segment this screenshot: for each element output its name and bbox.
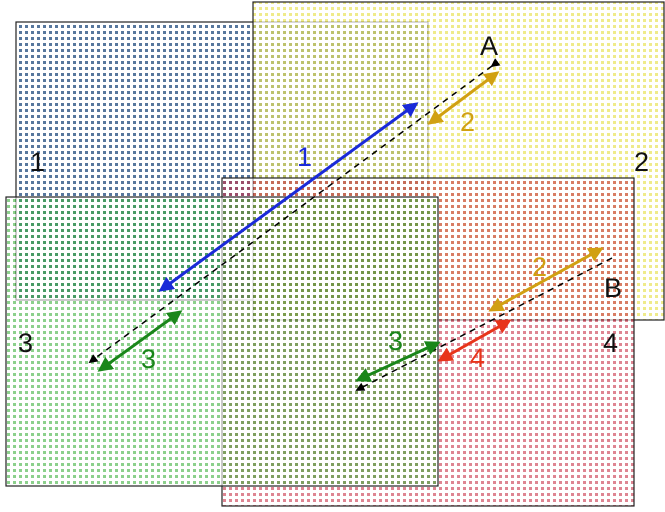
arrow-3-middle-label: 3 bbox=[388, 326, 403, 356]
arrow-4-label: 4 bbox=[470, 343, 485, 373]
region-3-label: 3 bbox=[18, 328, 33, 358]
region-4-label: 4 bbox=[603, 328, 618, 358]
arrow-1-label: 1 bbox=[297, 142, 312, 172]
arrow-3-middle bbox=[355, 341, 441, 382]
point-b-label: B bbox=[604, 273, 622, 303]
arrow-2-lower bbox=[488, 247, 604, 312]
region-2-label: 2 bbox=[634, 147, 649, 177]
point-a-label: A bbox=[480, 31, 498, 61]
arrow-2-lower-label: 2 bbox=[532, 252, 547, 282]
arrow-4 bbox=[437, 319, 512, 362]
region-3-rect bbox=[5, 196, 439, 487]
arrow-3-lower-left bbox=[97, 310, 183, 372]
region-1-label: 1 bbox=[30, 147, 45, 177]
arrow-2-upper bbox=[427, 71, 500, 125]
arrow-1 bbox=[158, 102, 419, 292]
arrow-2-upper-label: 2 bbox=[460, 107, 475, 137]
arrow-3-lower-left-label: 3 bbox=[141, 344, 156, 374]
